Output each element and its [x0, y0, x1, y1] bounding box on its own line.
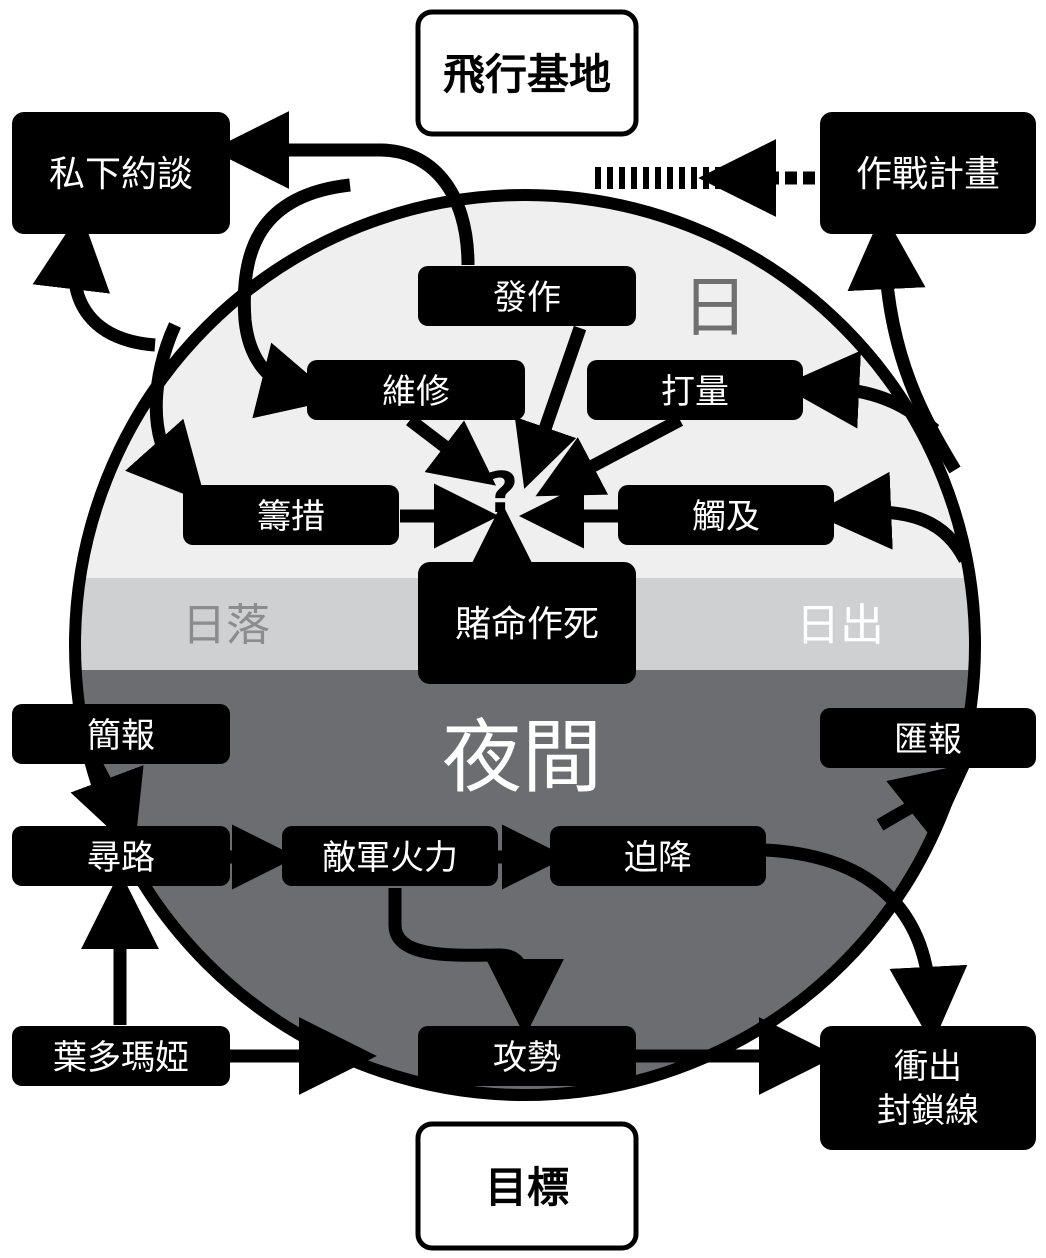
- node-touch: 觸及: [618, 485, 834, 545]
- connectors: [32, 111, 972, 1095]
- prepare-label: 籌措: [257, 497, 325, 537]
- node-yossarian: 葉多瑪婭: [12, 1026, 230, 1086]
- size-up-label: 打量: [661, 372, 729, 412]
- circle-to-report: [876, 762, 972, 842]
- breakout-label-line1: 衝出: [894, 1047, 962, 1087]
- node-briefing: 簡報: [12, 704, 230, 764]
- size-up-to-question: [535, 414, 684, 497]
- battle-plan-label: 作戰計畫: [856, 154, 1000, 195]
- report-label: 匯報: [894, 720, 962, 760]
- repair-to-question: [406, 414, 496, 486]
- target-label: 目標: [485, 1163, 569, 1212]
- assault-label: 攻勢: [493, 1038, 561, 1078]
- node-battle-plan: 作戰計畫: [820, 112, 1036, 234]
- left-loop-to-private-talk: [32, 211, 156, 352]
- yossarian-label: 葉多瑪婭: [53, 1038, 189, 1078]
- airbase-box: 飛行基地: [415, 9, 639, 137]
- pathfinding-label: 尋路: [87, 838, 155, 878]
- day-label: 日: [682, 269, 748, 346]
- episode-label: 發作: [493, 278, 561, 318]
- node-breakout: 衝出 封鎖線: [820, 1026, 1036, 1150]
- node-size-up: 打量: [587, 360, 803, 420]
- forced-landing-label: 迫降: [624, 838, 692, 878]
- episode-to-question: [514, 325, 587, 489]
- node-enemy-fire: 敵軍火力: [282, 826, 498, 886]
- night-label: 夜間: [442, 711, 602, 804]
- cycle-ring: [69, 189, 981, 1101]
- right-to-size-up: [781, 350, 940, 435]
- node-repair: 維修: [307, 360, 525, 420]
- node-pathfinding: 尋路: [12, 826, 230, 886]
- node-episode: 發作: [418, 266, 636, 326]
- target-box: 目標: [415, 1121, 639, 1251]
- airbase-label: 飛行基地: [443, 50, 611, 99]
- private-talk-label: 私下約談: [49, 154, 193, 195]
- private-talk-to-repair: [237, 178, 351, 419]
- forced-landing-to-breakout: [764, 843, 968, 1045]
- enemy-fire-label: 敵軍火力: [322, 838, 458, 878]
- breakout-label-line2: 封鎖線: [877, 1091, 979, 1131]
- gamble-label: 賭命作死: [455, 604, 599, 645]
- left-loop-to-prepare: [125, 322, 207, 503]
- briefing-to-pathfinding: [70, 758, 144, 852]
- node-private-talk: 私下約談: [12, 112, 230, 234]
- node-forced-landing: 迫降: [550, 826, 766, 886]
- briefing-label: 簡報: [87, 716, 155, 756]
- touch-label: 觸及: [692, 497, 760, 537]
- node-gamble: 賭命作死: [418, 562, 636, 684]
- node-prepare: 籌措: [183, 485, 399, 545]
- node-assault: 攻勢: [418, 1026, 636, 1086]
- enemy-fire-to-assault: [388, 888, 564, 1037]
- question-mark: ?: [486, 461, 518, 526]
- right-to-touch: [813, 471, 971, 564]
- sunrise-label: 日出: [796, 600, 884, 651]
- episode-to-private-talk: [211, 111, 475, 266]
- repair-label: 維修: [382, 372, 450, 412]
- node-report: 匯報: [820, 708, 1036, 768]
- right-to-battle-plan: [847, 211, 961, 474]
- sunset-label: 日落: [182, 600, 270, 651]
